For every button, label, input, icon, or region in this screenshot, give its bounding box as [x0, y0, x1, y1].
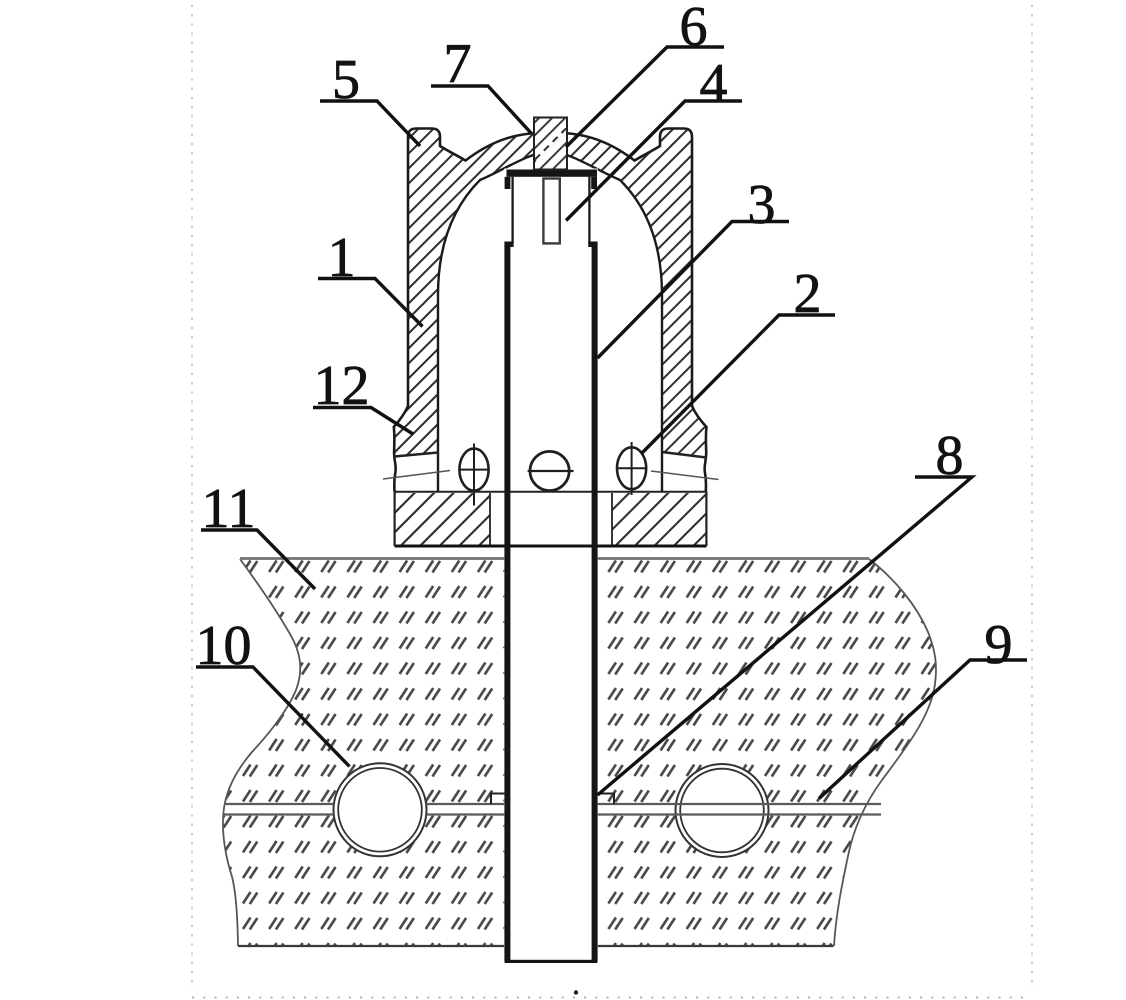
- svg-text:5: 5: [332, 49, 360, 111]
- svg-text:4: 4: [700, 53, 728, 115]
- svg-text:7: 7: [444, 33, 472, 95]
- svg-text:9: 9: [985, 614, 1013, 676]
- svg-text:11: 11: [202, 478, 256, 540]
- svg-text:6: 6: [680, 0, 708, 58]
- svg-text:3: 3: [748, 174, 776, 236]
- svg-text:2: 2: [794, 263, 822, 325]
- svg-text:1: 1: [328, 227, 356, 289]
- svg-text:12: 12: [314, 355, 370, 417]
- svg-text:10: 10: [196, 615, 252, 677]
- svg-text:8: 8: [936, 425, 964, 487]
